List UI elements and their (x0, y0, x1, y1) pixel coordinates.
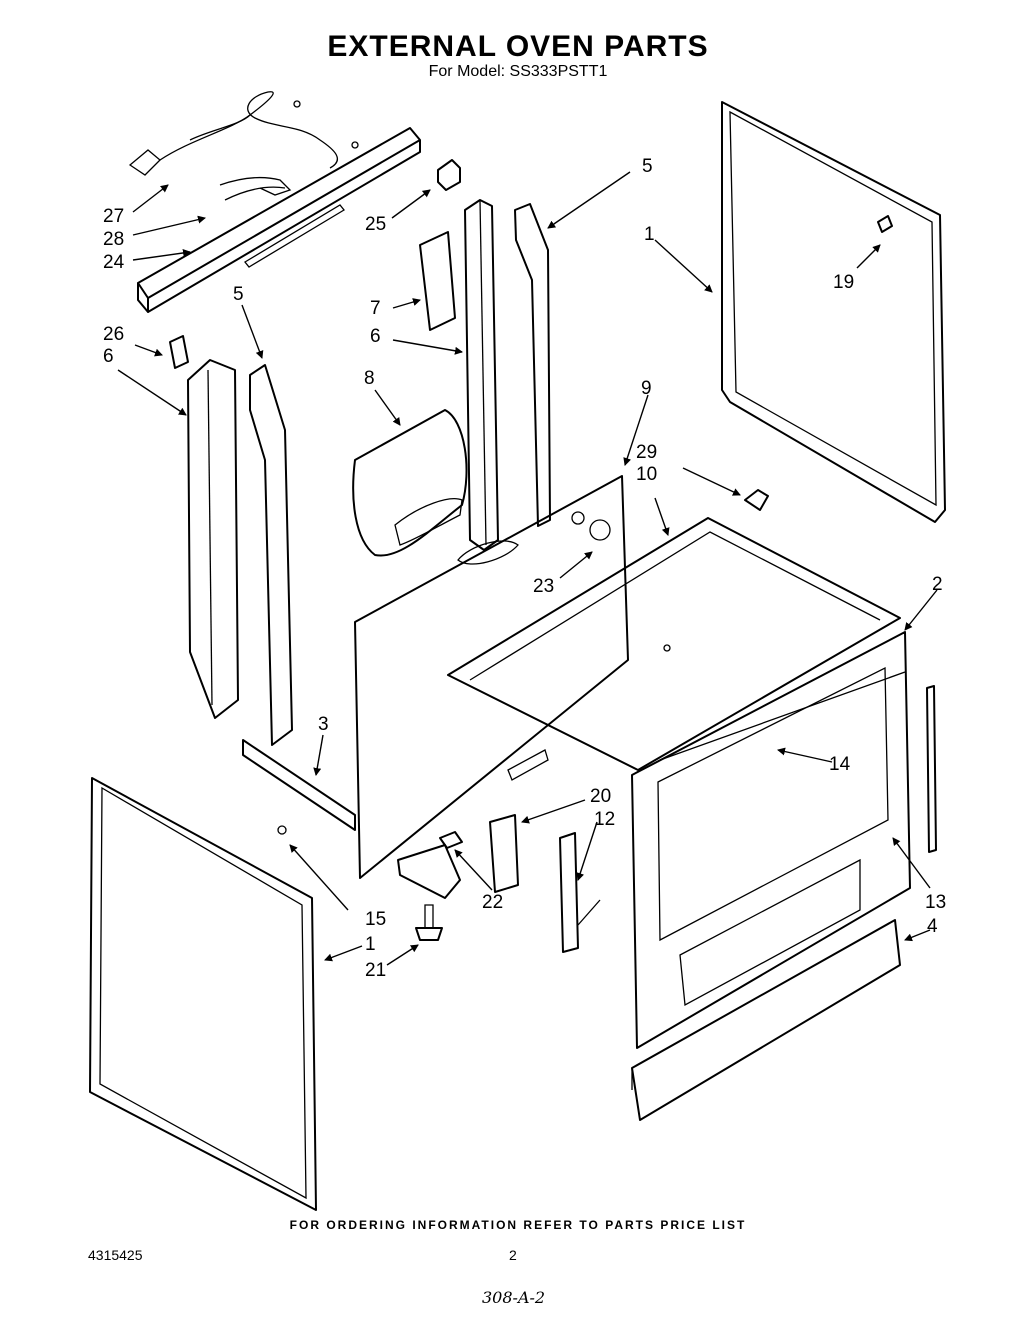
callout-22: 22 (482, 892, 503, 913)
callout-25: 25 (365, 214, 386, 235)
handwritten-code: 308-A-2 (482, 1288, 546, 1307)
part-25-clip (437, 159, 461, 191)
ordering-info-note: FOR ORDERING INFORMATION REFER TO PARTS … (289, 1218, 747, 1232)
part-5-side-trim-left (249, 364, 293, 746)
callout-12: 12 (594, 809, 615, 830)
part-10-top-panel (447, 517, 901, 771)
part-3-bottom-rail (242, 739, 356, 831)
page-number: 2 (509, 1247, 517, 1263)
page-title: EXTERNAL OVEN PARTS (327, 30, 709, 63)
callout-23: 23 (533, 576, 554, 597)
part-29-plug (744, 489, 769, 511)
part-7-bracket (419, 231, 456, 331)
callout-6-left: 6 (103, 346, 114, 367)
callout-20: 20 (590, 786, 611, 807)
callout-4: 4 (927, 916, 938, 937)
callout-13: 13 (925, 892, 946, 913)
part-28-wire-harness (219, 176, 292, 201)
part-24-top-trim (137, 127, 421, 313)
callout-8: 8 (364, 368, 375, 389)
part-19-clip (877, 215, 893, 233)
part-6-side-panel-left (187, 359, 239, 719)
callout-24: 24 (103, 252, 125, 273)
callout-1-top: 1 (644, 224, 655, 245)
model-subtitle: For Model: SS333PSTT1 (428, 63, 608, 80)
part-22-latch (397, 831, 463, 899)
part-1-gasket-bottom (89, 777, 317, 1211)
callout-15: 15 (365, 909, 386, 930)
part-2-front-frame (631, 631, 911, 1049)
part-5-side-trim-center (514, 203, 551, 527)
callout-10: 10 (636, 464, 657, 485)
callout-21: 21 (365, 960, 386, 981)
callout-1-bottom: 1 (365, 934, 376, 955)
part-6-side-panel-center (464, 199, 499, 551)
part-27-power-cord (128, 91, 359, 176)
callout-29: 29 (636, 442, 657, 463)
part-20-bracket (489, 814, 519, 893)
callout-27: 27 (103, 206, 124, 227)
leader-lines (117, 171, 938, 966)
part-4-kick-panel (631, 919, 901, 1121)
callout-2: 2 (932, 574, 943, 595)
part-8-vent-duct (352, 409, 468, 557)
part-13-strip (926, 685, 937, 853)
callout-9: 9 (641, 378, 652, 399)
part-1-gasket-top (721, 101, 946, 523)
callout-5-left: 5 (233, 284, 244, 305)
callout-7: 7 (370, 298, 381, 319)
callout-6-center: 6 (370, 326, 381, 347)
part-15-screw (277, 825, 287, 835)
part-21-screw (415, 904, 443, 941)
part-26-clip (169, 335, 189, 369)
callout-labels: 27 28 24 25 5 1 19 7 6 26 6 5 8 9 29 10 … (103, 156, 946, 981)
part-12-hinge-support (559, 832, 601, 953)
callout-26: 26 (103, 324, 124, 345)
callout-14: 14 (829, 754, 851, 775)
callout-28: 28 (103, 229, 124, 250)
document-number: 4315425 (88, 1247, 143, 1263)
callout-3: 3 (318, 714, 329, 735)
callout-5-center: 5 (642, 156, 653, 177)
part-9-back-panel (354, 475, 629, 879)
callout-19: 19 (833, 272, 854, 293)
